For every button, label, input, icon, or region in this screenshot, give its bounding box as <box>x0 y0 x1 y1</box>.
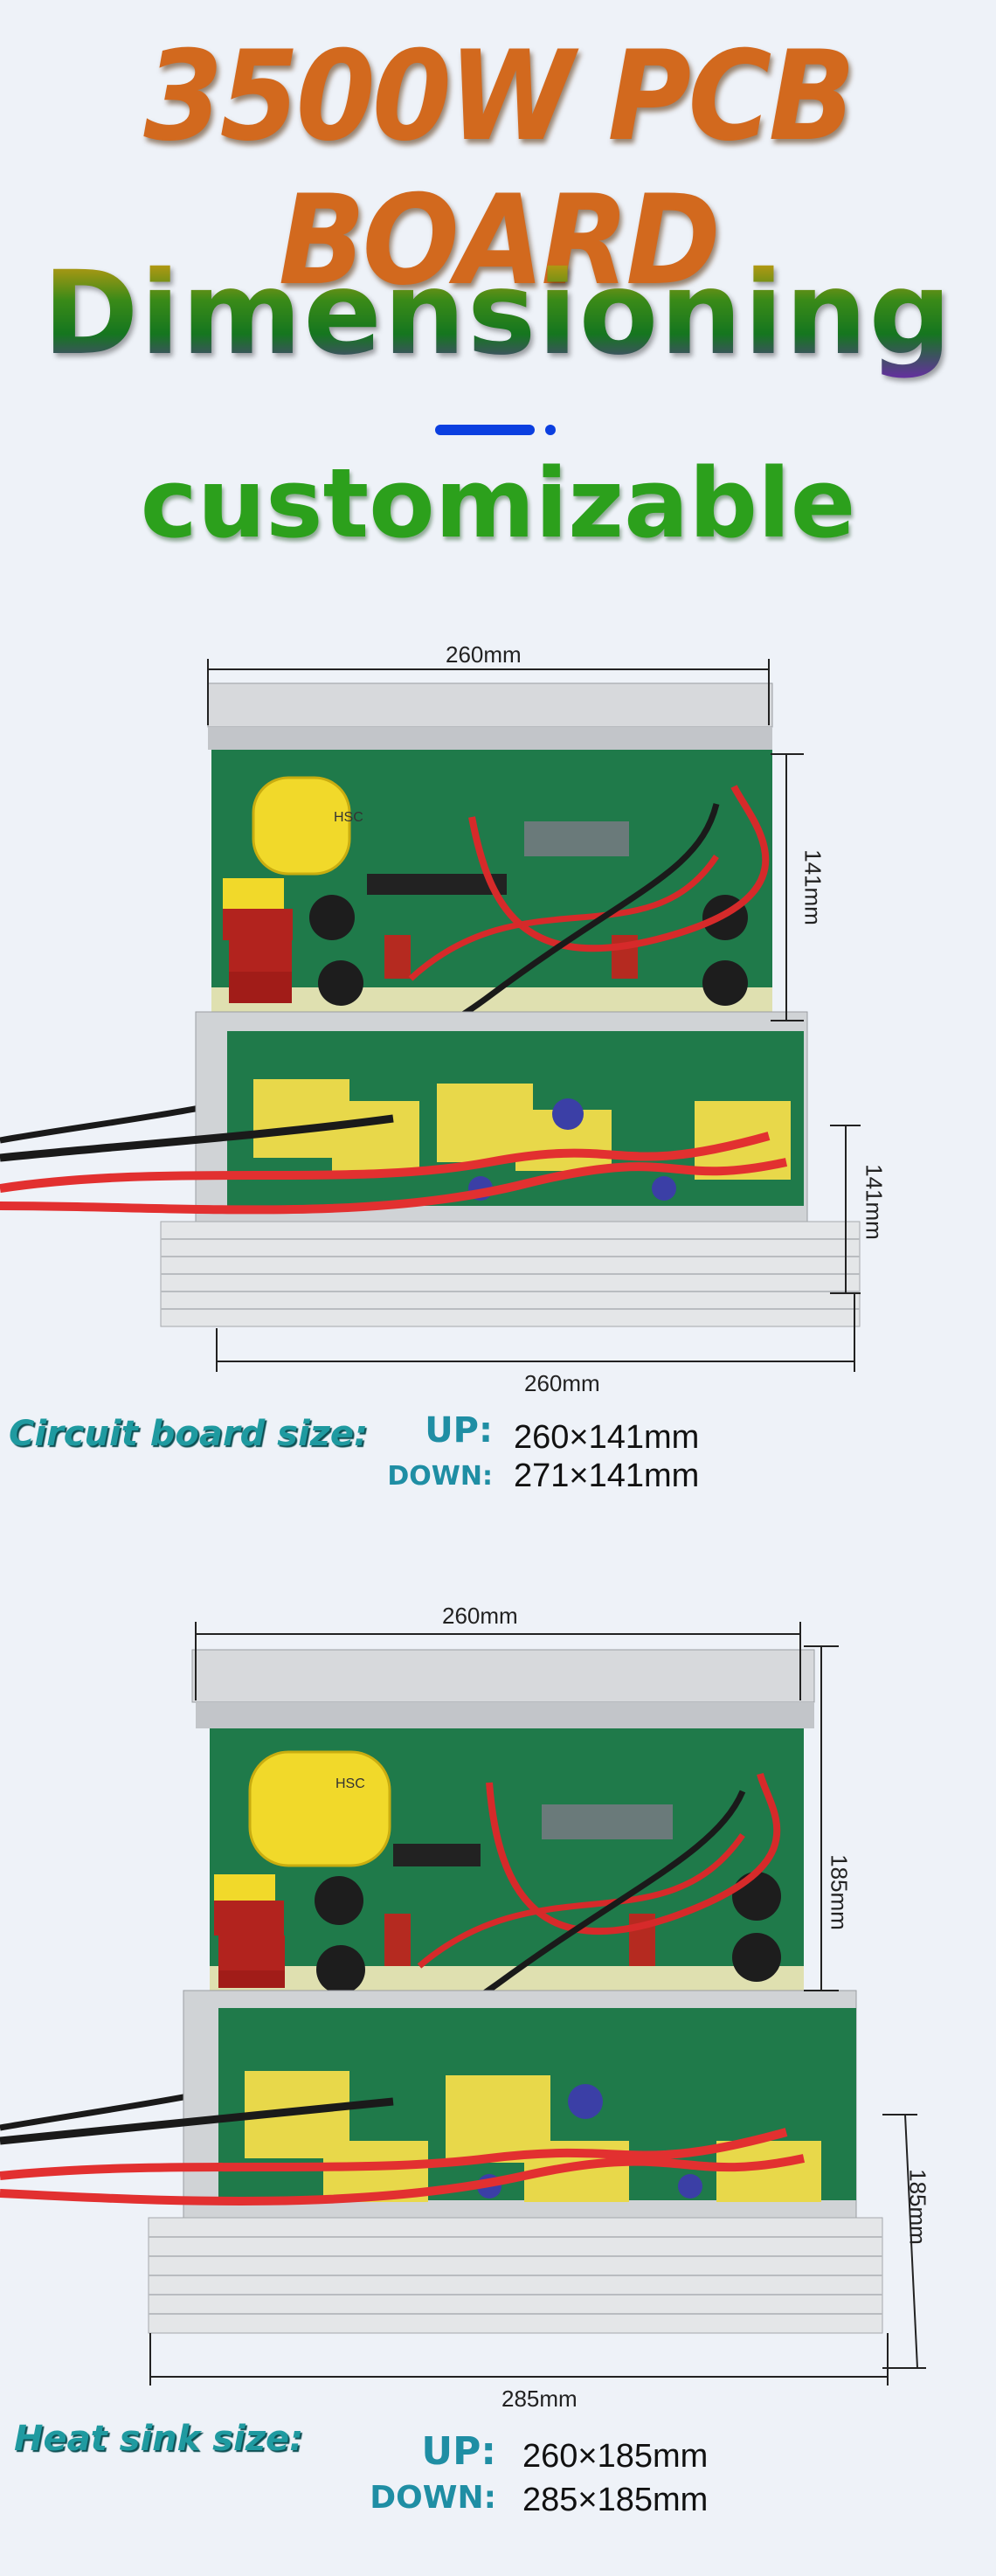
board-illustration-2: HSC <box>0 1622 926 2386</box>
down-label-1: DOWN: <box>387 1461 493 1492</box>
top-heatsink <box>207 682 773 728</box>
heat-sink-size-label: Heat sink size: <box>14 2419 304 2459</box>
dim-bottom-height-1: 141mm <box>861 1164 888 1240</box>
circuit-board-size-label: Circuit board size: <box>9 1414 369 1454</box>
dim-top-height-2: 185mm <box>826 1854 853 1930</box>
dim-top-width-1: 260mm <box>446 641 522 668</box>
up-label-2: UP: <box>421 2429 496 2474</box>
down-value-2: 285×185mm <box>522 2482 709 2518</box>
up-label-1: UP: <box>425 1410 493 1451</box>
accent-dash <box>435 425 535 435</box>
top-heatsink <box>191 1649 815 1703</box>
page-title: 3500W PCB BOARD <box>143 24 855 313</box>
dim-top-height-1: 141mm <box>799 849 827 925</box>
down-label-2: DOWN: <box>370 2480 496 2516</box>
tagline-customizable: customizable <box>140 447 856 559</box>
yellow-transformer <box>252 776 351 876</box>
board-illustration-1: HSC <box>0 659 861 1372</box>
accent-dot <box>545 425 556 435</box>
up-value-1: 260×141mm <box>514 1419 700 1456</box>
down-value-1: 271×141mm <box>514 1458 700 1494</box>
dim-bottom-width-1: 260mm <box>524 1370 600 1396</box>
dim-top-width-2: 260mm <box>442 1603 518 1629</box>
up-value-2: 260×185mm <box>522 2438 709 2475</box>
dim-bottom-width-2: 285mm <box>501 2386 578 2412</box>
subtitle-dimensioning: Dimensioning <box>0 246 996 381</box>
chip-label: HSC <box>334 810 363 825</box>
dim-bottom-height-2: 185mm <box>904 2169 931 2245</box>
chip-label: HSC <box>335 1776 365 1791</box>
